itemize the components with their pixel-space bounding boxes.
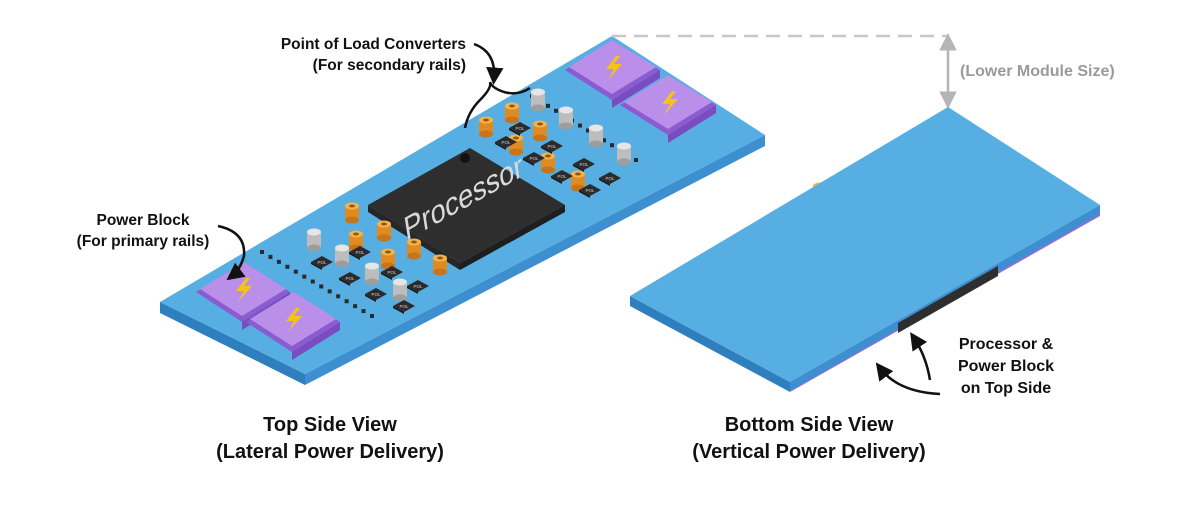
pol-chip-component: POL [509,122,531,136]
pol-callout-arrow [473,42,504,85]
point-of-load-title: Point of Load Converters [280,36,466,53]
power-block-upper-right [620,75,716,143]
power-block-upper-left [565,40,660,108]
underside-callout-arrow [875,362,941,396]
inductor-component [433,254,447,276]
underside-pointer-arrow [910,332,932,381]
module-size-guide [612,33,957,109]
pol-group-left-board: POLPOLPOLPOLPOLPOLPOLPOLPOLPOLPOLPOLPOLP… [260,88,638,318]
processor-chip: Processor [368,147,565,270]
pol-chip-component: POL [339,272,361,286]
bottom-view-title: Bottom Side View [724,414,894,436]
inductor-component [381,248,395,270]
bottom-view-caption: Bottom Side View (Vertical Power Deliver… [664,412,954,466]
board-top-surface [630,107,1100,382]
pol-chip-label: POL [387,270,397,275]
capacitor-component [589,124,603,148]
top-view-subtitle: (Lateral Power Delivery) [216,441,444,463]
pol-chip-component: POL [311,256,333,270]
inductor-component [505,102,519,124]
power-block-label: Power Block (For primary rails) [58,210,228,252]
inductor-component [377,220,391,242]
power-block-title: Power Block [96,212,190,229]
pol-chip-label: POL [605,176,615,181]
power-block-subtitle: (For primary rails) [76,233,210,250]
pol-chip-component: POL [365,288,387,302]
pol-chip-label: POL [557,174,567,179]
power-block-lower-right [246,292,340,360]
pol-chip-component: POL [393,300,415,314]
pol-chip-component: POL [599,172,621,186]
pol-chip-label: POL [547,144,557,149]
pol-chip-component: POL [495,136,517,150]
capacitor-component [559,106,573,130]
pad-row [260,250,374,318]
pol-chip-component: POL [381,266,403,280]
pol-chip-component: POL [541,140,563,154]
underside-note-line1: Processor & [958,336,1054,353]
capacitor-component [365,262,379,286]
pol-chip-label: POL [317,260,327,265]
inductor-component [533,120,547,142]
capacitor-component [307,228,321,252]
top-view-title: Top Side View [263,414,397,436]
underside-chip-edge [898,266,998,333]
top-view-caption: Top Side View (Lateral Power Delivery) [190,412,470,466]
pol-chip-label: POL [399,304,409,309]
pol-chip-label: POL [413,284,423,289]
pin1-marker [460,153,470,163]
pol-chip-component: POL [523,152,545,166]
underside-note-line2: Power Block [957,358,1055,375]
bottom-view-subtitle: (Vertical Power Delivery) [692,441,926,463]
point-of-load-label: Point of Load Converters (For secondary … [210,34,466,76]
pol-chip-label: POL [585,188,595,193]
board-front-edge [305,135,765,385]
pol-chip-label: POL [501,140,511,145]
lightning-bolt-icon [286,308,302,332]
pol-chip-label: POL [529,156,539,161]
pol-chip-label: POL [345,276,355,281]
capacitor-component [335,244,349,268]
point-of-load-subtitle: (For secondary rails) [312,57,466,74]
inductor-component [407,238,421,260]
underside-note-line3: on Top Side [960,380,1052,397]
board-left-edge [630,296,790,392]
lightning-bolt-icon [662,91,678,115]
capacitor-component [393,278,407,302]
underside-note: Processor & Power Block on Top Side [936,334,1076,400]
pol-chip-label: POL [515,126,525,131]
capacitor-component [617,142,631,166]
lower-module-size-label: (Lower Module Size) [960,63,1115,80]
pol-chip-label: POL [579,162,589,167]
pol-chip-component: POL [579,184,601,198]
pol-chip-label: POL [355,250,365,255]
pol-chip-component: POL [551,170,573,184]
pol-chip-component: POL [407,280,429,294]
lightning-bolt-icon [236,278,252,302]
board-left-edge [160,302,305,385]
pol-chip-component: POL [573,158,595,172]
inductor-component [541,152,555,174]
power-block-callout-arrow [217,224,246,281]
lightning-bolt-icon [606,56,622,80]
capacitor-component [531,88,545,112]
pol-chip-component: POL [349,246,371,260]
inductor-component [479,116,493,138]
bottom-side-board [630,107,1100,392]
pol-chip-label: POL [371,292,381,297]
inductor-component [345,202,359,224]
